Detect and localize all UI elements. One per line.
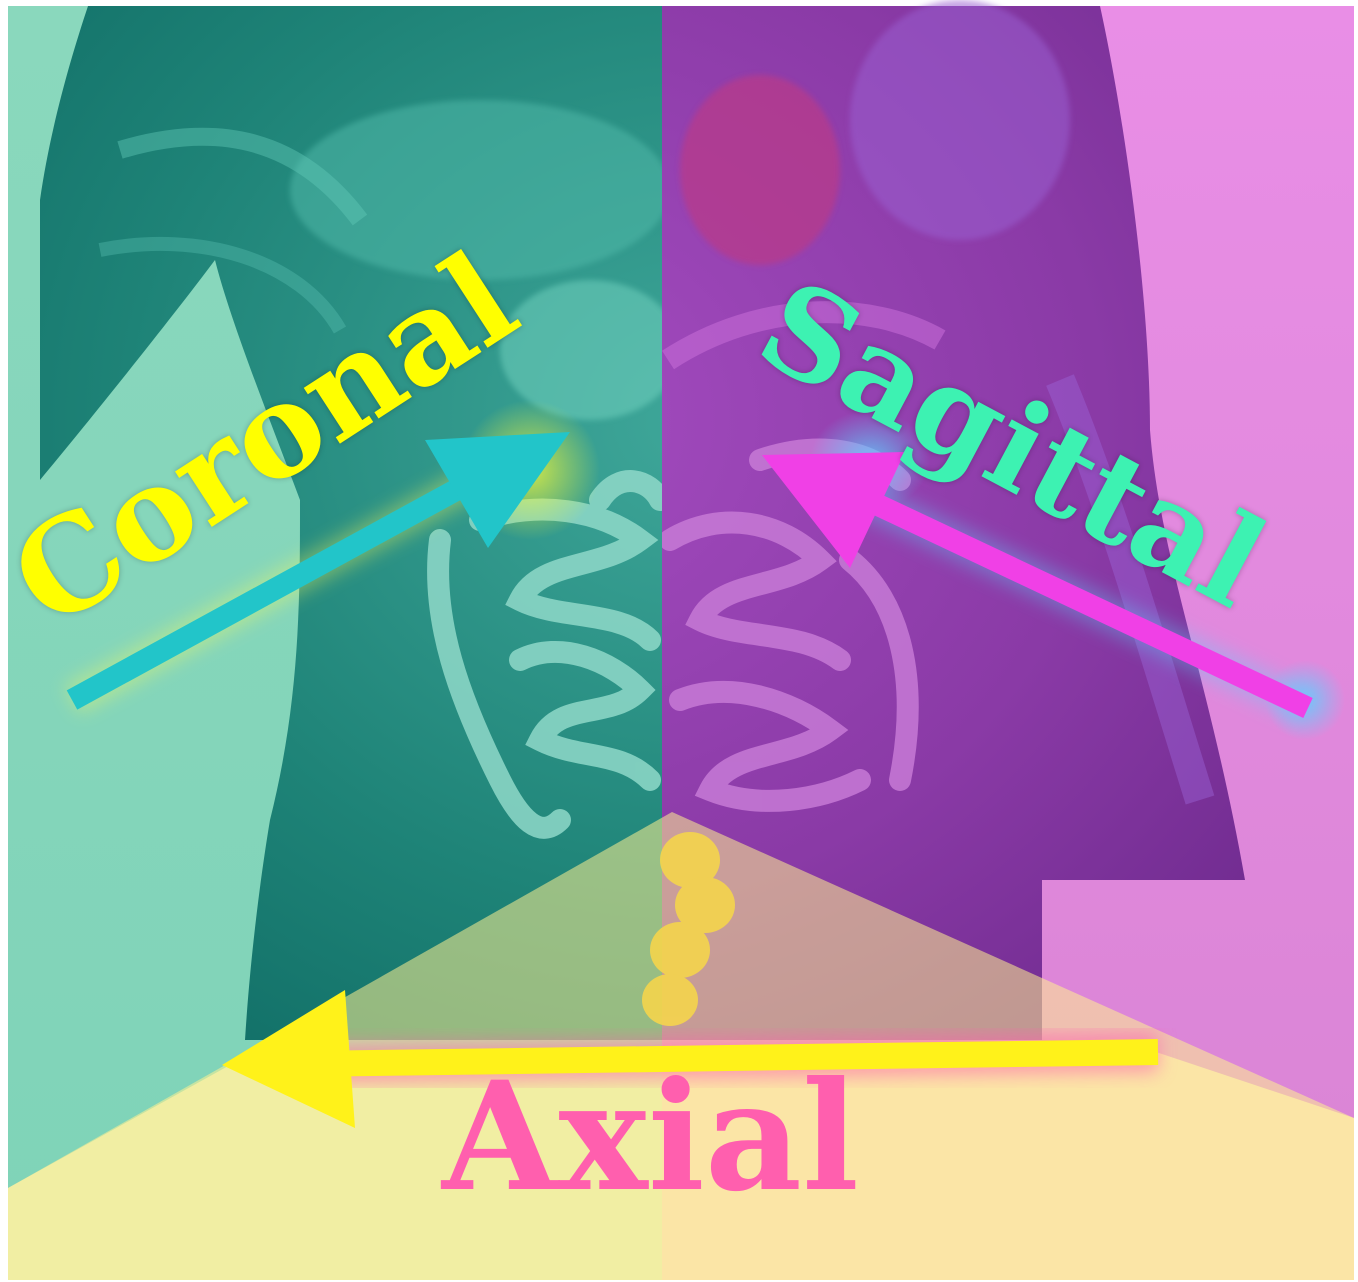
lung-shape: [850, 0, 1070, 240]
liver-shape: [290, 100, 670, 280]
axial-label: Axial: [442, 1062, 859, 1212]
heart-shape: [680, 75, 840, 265]
